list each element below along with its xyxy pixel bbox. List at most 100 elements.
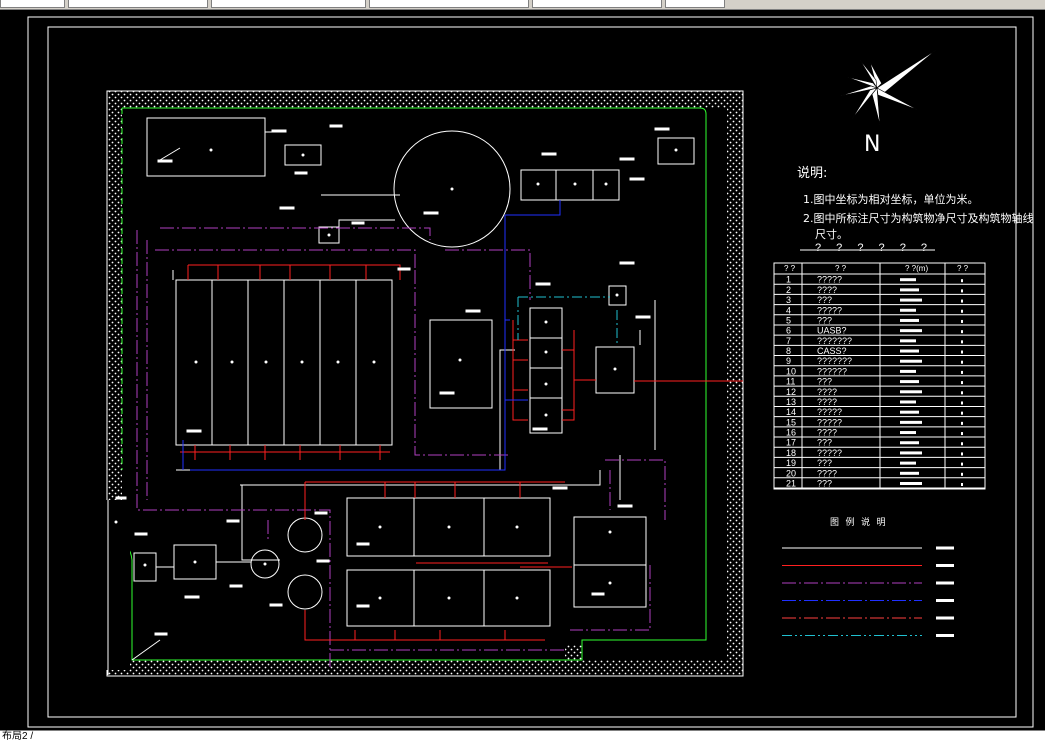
table-cell-name: ??? bbox=[817, 458, 832, 468]
table-cell-qty bbox=[961, 483, 963, 486]
table-header-cell: ? ? bbox=[835, 264, 847, 273]
building-guardhouse bbox=[284, 144, 322, 166]
table-cell-no: 17 bbox=[786, 438, 796, 448]
status-bar: 布局2 / bbox=[0, 730, 1045, 742]
table-cell-no: 8 bbox=[786, 346, 791, 356]
table-cell-qty bbox=[961, 472, 963, 476]
table-header-cell: ? ?(m) bbox=[905, 264, 928, 273]
table-cell-name: ???? bbox=[817, 387, 837, 397]
tank-round bbox=[393, 130, 511, 248]
toolbar-linetype-combo[interactable] bbox=[369, 0, 529, 8]
table-cell-qty bbox=[961, 360, 963, 364]
site-boundary bbox=[106, 90, 744, 677]
table-caption: ? ? ? ? ? ? bbox=[815, 242, 933, 254]
table-cell-qty bbox=[961, 330, 963, 334]
table-cell-no: 11 bbox=[786, 377, 795, 387]
table-cell-no: 15 bbox=[786, 417, 796, 427]
legend-label bbox=[936, 546, 954, 550]
legend-label bbox=[936, 564, 954, 567]
toolbar-color-combo[interactable] bbox=[211, 0, 366, 8]
table-cell-qty bbox=[961, 442, 963, 446]
toolbar-layer-combo[interactable] bbox=[68, 0, 208, 8]
table-cell-qty bbox=[961, 432, 963, 436]
table-cell-qty bbox=[961, 370, 963, 374]
table-cell-no: 4 bbox=[786, 305, 791, 315]
table-cell-no: 9 bbox=[786, 356, 791, 366]
table-cell-no: 16 bbox=[786, 428, 796, 438]
table-cell-no: 1 bbox=[786, 275, 791, 285]
legend-title: 图 例 说 明 bbox=[830, 517, 888, 527]
table-cell-qty bbox=[961, 401, 963, 405]
table-cell-size bbox=[900, 318, 919, 322]
table-cell-no: 14 bbox=[786, 407, 796, 417]
tank-lower-top bbox=[346, 497, 551, 557]
table-cell-size bbox=[900, 410, 919, 414]
table-cell-name: ??? bbox=[817, 315, 832, 325]
tank-stacked bbox=[529, 307, 563, 434]
table-cell-no: 5 bbox=[786, 315, 791, 325]
note-line-2: 2.图中所标注尺寸为构筑物净尺寸及构筑物轴线 bbox=[803, 212, 1034, 225]
table-cell-name: ????? bbox=[817, 417, 842, 427]
table-cell-size bbox=[900, 308, 916, 312]
table-cell-qty bbox=[961, 391, 963, 395]
table-cell-qty bbox=[961, 462, 963, 466]
table-cell-no: 21 bbox=[786, 479, 796, 489]
legend-label bbox=[936, 599, 954, 602]
table-cell-no: 19 bbox=[786, 458, 796, 468]
table-cell-no: 2 bbox=[786, 285, 791, 295]
table-cell-no: 13 bbox=[786, 397, 796, 407]
tank-circle-3 bbox=[287, 574, 323, 610]
table-cell-size bbox=[900, 400, 916, 404]
table-cell-size bbox=[900, 298, 922, 302]
toolbar-field[interactable] bbox=[0, 0, 65, 8]
north-label: N bbox=[864, 132, 881, 157]
table-cell-size bbox=[900, 339, 916, 343]
table-cell-size bbox=[900, 451, 922, 455]
table-cell-size bbox=[900, 420, 922, 424]
table-cell-qty bbox=[961, 452, 963, 456]
inner-frame bbox=[47, 26, 1017, 718]
legend-label bbox=[936, 616, 954, 620]
table-cell-qty bbox=[961, 289, 963, 293]
toolbar bbox=[0, 0, 1045, 10]
table-cell-qty bbox=[961, 319, 963, 323]
north-arrow-icon bbox=[839, 49, 937, 126]
tank-middle bbox=[429, 319, 493, 409]
table-cell-name: ??? bbox=[817, 295, 832, 305]
table-cell-no: 10 bbox=[786, 366, 796, 376]
table-header: ? ?? ?? ?(m)? ? bbox=[784, 264, 969, 273]
table-cell-name: ?????? bbox=[817, 366, 847, 376]
table-cell-size bbox=[900, 431, 916, 435]
tank-circle-1 bbox=[250, 549, 280, 579]
table-cell-size bbox=[900, 349, 919, 353]
table-header-cell: ? ? bbox=[784, 264, 796, 273]
table-cell-name: ???? bbox=[817, 285, 837, 295]
table-cell-no: 12 bbox=[786, 387, 796, 397]
inner-green-line bbox=[109, 107, 707, 661]
greenbelt-hatch bbox=[107, 91, 743, 676]
table-cell-name: ??? bbox=[817, 479, 832, 489]
table-cell-name: ??????? bbox=[817, 356, 852, 366]
table-cell-name: ????? bbox=[817, 275, 842, 285]
table-cell-qty bbox=[961, 340, 963, 344]
notes-title: 说明: bbox=[797, 166, 828, 181]
table-cell-size bbox=[900, 471, 919, 475]
legend bbox=[782, 546, 954, 637]
table-cell-size bbox=[900, 359, 922, 363]
table-cell-name: ??????? bbox=[817, 336, 852, 346]
tank-right bbox=[595, 346, 635, 394]
tank-circle-2 bbox=[287, 517, 323, 553]
table-cell-size bbox=[900, 278, 916, 282]
table-cell-qty bbox=[961, 299, 963, 303]
toolbar-lineweight-combo[interactable] bbox=[532, 0, 662, 8]
table-cell-name: ????? bbox=[817, 305, 842, 315]
legend-label bbox=[936, 581, 954, 585]
table-cell-qty bbox=[961, 350, 963, 354]
toolbar-plotstyle-combo[interactable] bbox=[665, 0, 725, 8]
table-cell-size bbox=[900, 441, 919, 445]
table-cell-name: CASS? bbox=[817, 346, 847, 356]
table-cell-size bbox=[900, 288, 919, 292]
table-cell-name: ??? bbox=[817, 377, 832, 387]
table-cell-name: ???? bbox=[817, 397, 837, 407]
